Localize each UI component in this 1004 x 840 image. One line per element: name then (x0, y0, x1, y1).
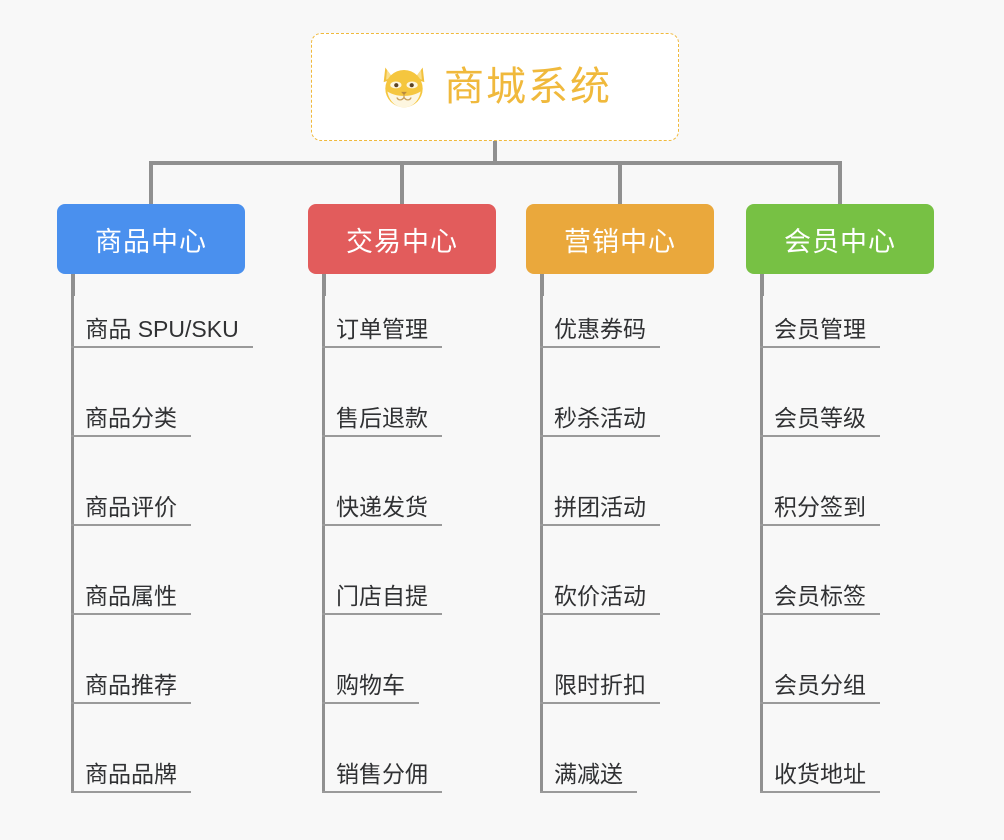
leaf-item[interactable]: 商品评价 (71, 468, 191, 526)
leaf-item[interactable]: 商品推荐 (71, 646, 191, 704)
connector-bus (149, 161, 842, 165)
leaf-item-label: 拼团活动 (554, 493, 646, 520)
leaf-item-label: 会员分组 (774, 671, 866, 698)
category-box-2[interactable]: 交易中心 (308, 204, 496, 274)
leaf-item[interactable]: 限时折扣 (540, 646, 660, 704)
leaf-item-label: 满减送 (554, 760, 623, 787)
shiba-dog-icon (383, 67, 425, 109)
leaf-spine (71, 290, 74, 793)
leaf-item-label: 会员等级 (774, 404, 866, 431)
category-label: 商品中心 (95, 226, 207, 257)
connector-stem-3 (540, 274, 544, 296)
leaf-item-label: 商品推荐 (85, 671, 177, 698)
leaf-item[interactable]: 商品品牌 (71, 735, 191, 793)
leaf-item[interactable]: 拼团活动 (540, 468, 660, 526)
leaf-item[interactable]: 会员管理 (760, 290, 880, 348)
leaf-item[interactable]: 购物车 (322, 646, 419, 704)
leaf-item[interactable]: 售后退款 (322, 379, 442, 437)
leaf-item-label: 商品品牌 (85, 760, 177, 787)
leaf-spine (540, 290, 543, 793)
leaf-item[interactable]: 商品属性 (71, 557, 191, 615)
leaf-item-label: 商品属性 (85, 582, 177, 609)
category-box-4[interactable]: 会员中心 (746, 204, 934, 274)
leaf-item[interactable]: 秒杀活动 (540, 379, 660, 437)
category-box-1[interactable]: 商品中心 (57, 204, 245, 274)
leaf-item[interactable]: 订单管理 (322, 290, 442, 348)
leaf-item-label: 限时折扣 (554, 671, 646, 698)
leaf-item-label: 优惠券码 (554, 315, 646, 342)
category-label: 交易中心 (346, 226, 458, 257)
leaf-item-label: 商品分类 (85, 404, 177, 431)
leaf-item[interactable]: 商品 SPU/SKU (71, 290, 253, 348)
leaf-item[interactable]: 积分签到 (760, 468, 880, 526)
leaf-item-label: 购物车 (336, 671, 405, 698)
leaf-item[interactable]: 会员分组 (760, 646, 880, 704)
leaf-item-label: 砍价活动 (554, 582, 646, 609)
leaf-item[interactable]: 砍价活动 (540, 557, 660, 615)
connector-drop-4 (838, 161, 842, 204)
category-label: 会员中心 (784, 226, 896, 257)
leaf-item-label: 会员管理 (774, 315, 866, 342)
leaf-item[interactable]: 销售分佣 (322, 735, 442, 793)
leaf-item-label: 商品评价 (85, 493, 177, 520)
leaf-item[interactable]: 会员标签 (760, 557, 880, 615)
leaf-item[interactable]: 满减送 (540, 735, 637, 793)
leaf-item[interactable]: 会员等级 (760, 379, 880, 437)
leaf-item-label: 积分签到 (774, 493, 866, 520)
leaf-item-label: 秒杀活动 (554, 404, 646, 431)
leaf-item-label: 收货地址 (774, 760, 866, 787)
leaf-item-label: 订单管理 (336, 315, 428, 342)
root-node[interactable]: 商城系统 (311, 33, 679, 141)
leaf-item-label: 售后退款 (336, 404, 428, 431)
connector-root-stub (493, 141, 497, 165)
connector-drop-2 (400, 161, 404, 204)
leaf-item[interactable]: 优惠券码 (540, 290, 660, 348)
leaf-item-label: 会员标签 (774, 582, 866, 609)
connector-stem-2 (322, 274, 326, 296)
leaf-item[interactable]: 收货地址 (760, 735, 880, 793)
leaf-item[interactable]: 快递发货 (322, 468, 442, 526)
leaf-spine (322, 290, 325, 793)
connector-drop-1 (149, 161, 153, 204)
leaf-item-label: 商品 SPU/SKU (85, 315, 239, 342)
category-label: 营销中心 (564, 226, 676, 257)
connector-stem-1 (71, 274, 75, 296)
leaf-item[interactable]: 门店自提 (322, 557, 442, 615)
category-box-3[interactable]: 营销中心 (526, 204, 714, 274)
leaf-item-label: 销售分佣 (336, 760, 428, 787)
leaf-item-label: 门店自提 (336, 582, 428, 609)
leaf-item-label: 快递发货 (336, 493, 428, 520)
leaf-item[interactable]: 商品分类 (71, 379, 191, 437)
connector-stem-4 (760, 274, 764, 296)
connector-drop-3 (618, 161, 622, 204)
root-title: 商城系统 (444, 65, 612, 109)
leaf-spine (760, 290, 763, 793)
